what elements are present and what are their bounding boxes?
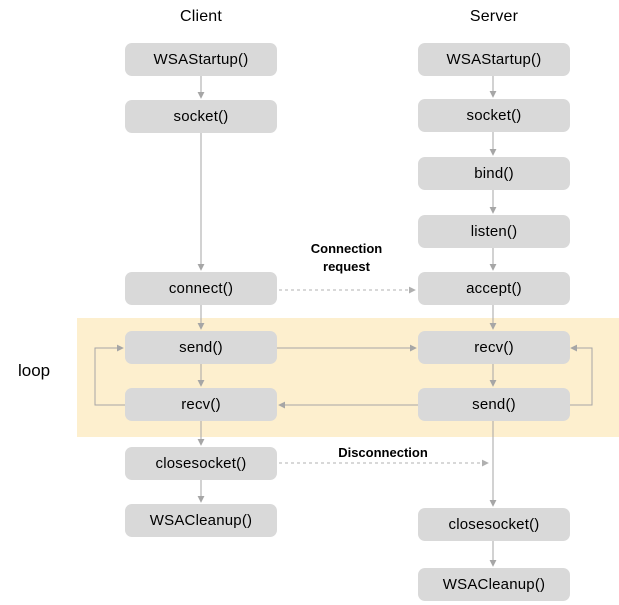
node-server-closesocket: closesocket() [418, 508, 570, 541]
node-server-wsastartup: WSAStartup() [418, 43, 570, 76]
node-client-send: send() [125, 331, 277, 364]
loopback-client [94, 344, 125, 406]
disconnection-label: Disconnection [338, 445, 428, 460]
node-client-recv: recv() [125, 388, 277, 421]
node-server-bind: bind() [418, 157, 570, 190]
client-column-title: Client [179, 8, 223, 25]
node-client-connect: connect() [125, 272, 277, 305]
loopback-server [569, 344, 593, 406]
node-server-recv: recv() [418, 331, 570, 364]
node-client-wsastartup: WSAStartup() [125, 43, 277, 76]
node-server-wsacleanup: WSACleanup() [418, 568, 570, 601]
node-client-wsacleanup: WSACleanup() [125, 504, 277, 537]
node-client-socket: socket() [125, 100, 277, 133]
node-client-closesocket: closesocket() [125, 447, 277, 480]
node-server-listen: listen() [418, 215, 570, 248]
node-server-accept: accept() [418, 272, 570, 305]
connection-request-label: Connection request [310, 241, 383, 274]
node-server-socket: socket() [418, 99, 570, 132]
server-column-title: Server [469, 8, 519, 25]
loop-label: loop [18, 361, 51, 380]
node-server-send: send() [418, 388, 570, 421]
